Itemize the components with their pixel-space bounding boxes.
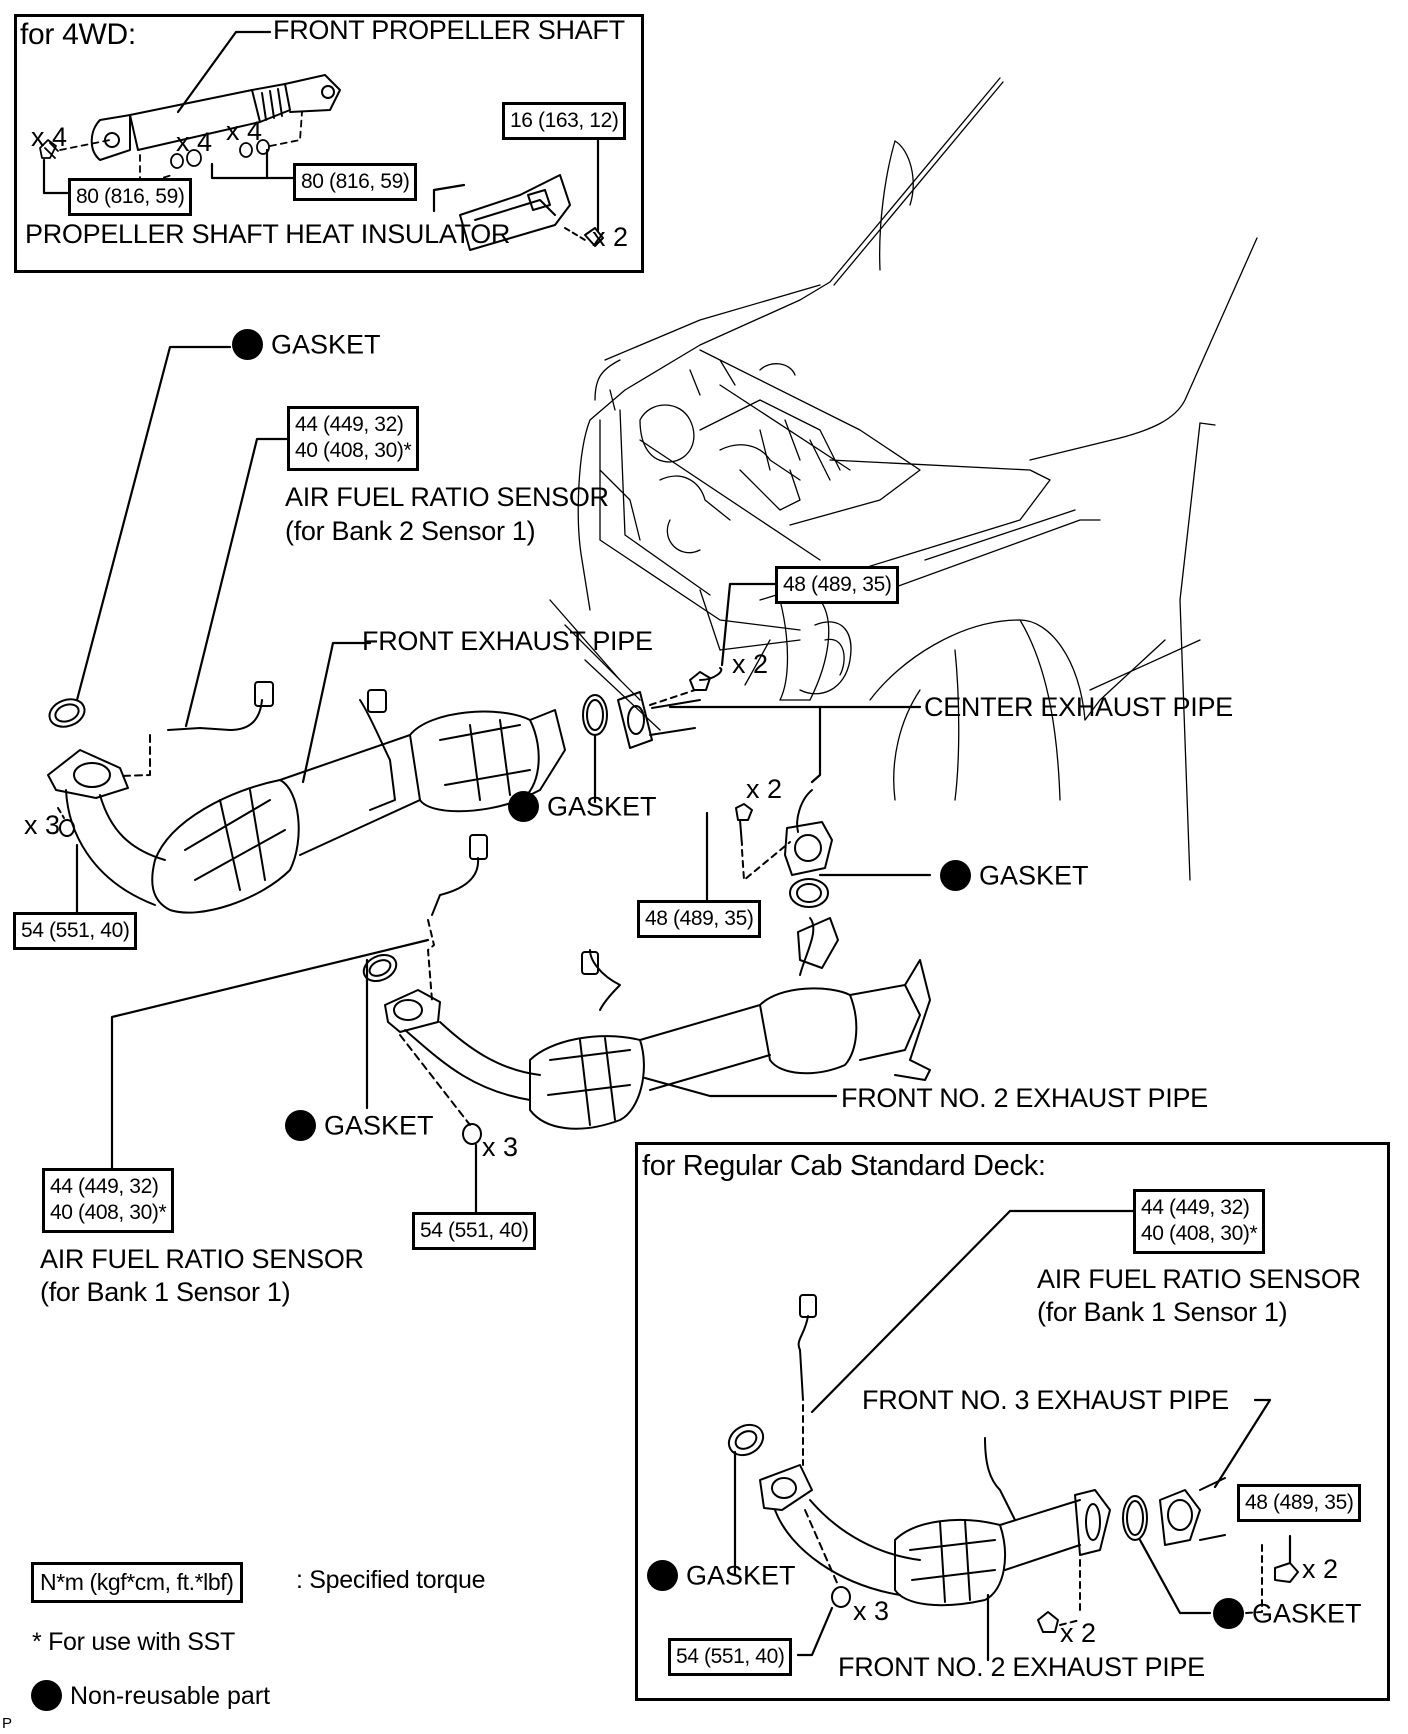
gasket-label-regular-cab-left: GASKET [647, 1560, 796, 1593]
center-exhaust-pipe-label: CENTER EXHAUST PIPE [924, 692, 1233, 722]
legend-torque-desc: : Specified torque [296, 1566, 486, 1594]
torque-spec-propeller-bolt: 80 (816, 59) [68, 178, 193, 217]
torque-spec-regular-cab-nut: 54 (551, 40) [668, 1638, 793, 1677]
front-no3-exhaust-pipe-label: FRONT NO. 3 EXHAUST PIPE [862, 1385, 1229, 1415]
gasket-label-front-center: GASKET [508, 791, 657, 824]
torque-spec-af-sensor-bank2: 44 (449, 32) 40 (408, 30)* [287, 406, 420, 471]
af-sensor-bank1-label: AIR FUEL RATIO SENSOR [40, 1244, 364, 1274]
qty-front-nut: x 3 [24, 810, 61, 840]
legend-torque-units: N*m (kgf*cm, ft.*lbf) [31, 1562, 243, 1603]
inset-4wd-title: for 4WD: [20, 18, 136, 51]
qty-regular-cab-nut: x 3 [853, 1596, 890, 1626]
torque-spec-af-sensor-bank1: 44 (449, 32) 40 (408, 30)* [42, 1168, 175, 1233]
torque-spec-af-sensor-regular-cab: 44 (449, 32) 40 (408, 30)* [1133, 1189, 1266, 1254]
torque-spec-no2-nut: 54 (551, 40) [412, 1212, 537, 1251]
front-no2-exhaust-pipe-regular-cab-label: FRONT NO. 2 EXHAUST PIPE [838, 1652, 1205, 1682]
torque-spec-center-pipe-upper: 48 (489, 35) [775, 566, 900, 605]
torque-spec-heat-insulator: 16 (163, 12) [502, 102, 627, 141]
af-sensor-regular-cab-label: AIR FUEL RATIO SENSOR [1037, 1264, 1361, 1294]
inset-4wd-leaders [42, 30, 600, 232]
front-exhaust-pipe-label: FRONT EXHAUST PIPE [362, 626, 653, 656]
af-sensor-regular-cab-sub: (for Bank 1 Sensor 1) [1037, 1297, 1288, 1327]
front-no2-exhaust-pipe-label: FRONT NO. 2 EXHAUST PIPE [841, 1083, 1208, 1113]
legend-sst-note: * For use with SST [32, 1628, 235, 1656]
center-exhaust-pipe-drawing [617, 667, 839, 969]
qty-no3-bolt: x 2 [1302, 1554, 1339, 1584]
gasket-label-front-upper: GASKET [232, 329, 381, 362]
qty-no2-nut: x 3 [482, 1132, 519, 1162]
heat-insulator-label: PROPELLER SHAFT HEAT INSULATOR [25, 219, 511, 249]
regular-cab-leaders [733, 1209, 1292, 1662]
non-reusable-dot-icon [31, 1680, 62, 1711]
legend-non-reusable: Non-reusable part [31, 1680, 270, 1713]
truck-illustration [549, 77, 1258, 881]
qty-nut-4wd: x 4 [226, 116, 263, 146]
qty-center-bolt-lower: x 2 [746, 774, 783, 804]
non-reusable-dot-icon [232, 329, 263, 360]
non-reusable-dot-icon [285, 1110, 316, 1141]
qty-insulator-bolt: x 2 [592, 222, 629, 252]
inset-4wd-frame [14, 14, 644, 273]
front-no2-exhaust-pipe-drawing [362, 834, 931, 1145]
gasket-label-regular-cab-right: GASKET [1213, 1598, 1362, 1631]
qty-washer-4wd: x 4 [176, 127, 213, 157]
front-propeller-shaft-drawing [90, 74, 341, 161]
torque-spec-propeller-nut: 80 (816, 59) [293, 163, 418, 202]
propeller-shaft-fasteners [39, 111, 303, 186]
heat-insulator-drawing [459, 174, 604, 251]
af-sensor-bank1-sub: (for Bank 1 Sensor 1) [40, 1277, 291, 1307]
gasket-label-no2: GASKET [285, 1110, 434, 1143]
torque-spec-no3-bolt: 48 (489, 35) [1237, 1484, 1362, 1523]
gasket-label-center-lower: GASKET [940, 860, 1089, 893]
non-reusable-dot-icon [508, 791, 539, 822]
main-leader-lines [75, 345, 932, 1214]
qty-bolt-4wd: x 4 [31, 122, 68, 152]
torque-spec-center-pipe-lower: 48 (489, 35) [637, 900, 762, 939]
af-sensor-bank2-label: AIR FUEL RATIO SENSOR [285, 482, 609, 512]
inset-regular-cab-frame [635, 1142, 1390, 1701]
front-exhaust-pipe-drawing [47, 681, 608, 914]
af-sensor-bank2-sub: (for Bank 2 Sensor 1) [285, 516, 536, 546]
non-reusable-dot-icon [647, 1560, 678, 1591]
non-reusable-dot-icon [1213, 1598, 1244, 1629]
inset-regular-cab-title: for Regular Cab Standard Deck: [642, 1150, 1046, 1182]
front-propeller-shaft-label: FRONT PROPELLER SHAFT [273, 15, 625, 45]
torque-spec-front-nut: 54 (551, 40) [13, 912, 138, 951]
qty-center-bolt-upper: x 2 [732, 649, 769, 679]
qty-regular-cab-nut2: x 2 [1060, 1618, 1097, 1648]
footer-code: P [2, 1715, 12, 1732]
non-reusable-dot-icon [940, 860, 971, 891]
